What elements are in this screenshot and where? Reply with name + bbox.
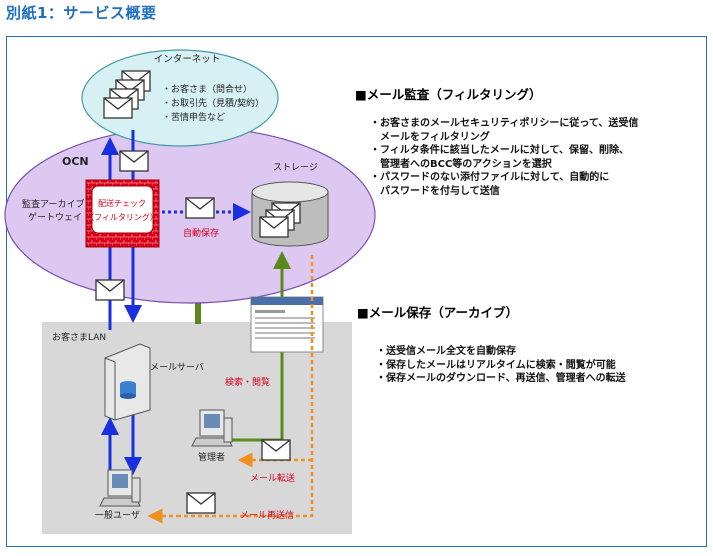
delivery-check-line-1: 配送チェック: [98, 198, 146, 208]
gateway-label-1: 監査アーカイブ: [22, 198, 84, 210]
mail-icon-lan: [95, 279, 125, 301]
internet-label: インターネット: [154, 54, 221, 65]
lan-label: お客さまLAN: [52, 331, 106, 343]
content-frame: [6, 36, 707, 547]
audit-bullet: ・フィルタ条件に該当したメールに対して、保留、削除、: [370, 145, 629, 156]
internet-item-1: ・お客さま（問合せ）: [162, 83, 252, 95]
archive-screenshot-thumbnail: [250, 296, 324, 353]
ocn-label: OCN: [62, 155, 89, 168]
archive-bullets: ・送受信メール全文を自動保存 ・保存したメールはリアルタイムに検索・閲覧が可能 …: [376, 345, 626, 386]
mail-icon-resend: [186, 492, 216, 514]
mail-icon-autosave: [185, 197, 215, 219]
auto-save-label: 自動保存: [183, 227, 219, 239]
resend-path: [180, 255, 314, 518]
mail-server-icon: [104, 343, 151, 421]
archive-bullet: ・保存メールのダウンロード、再送信、管理者への転送: [376, 373, 626, 384]
delivery-check-line-2: （フィルタリング）: [86, 212, 158, 222]
mail-server-label: メールサーバ: [150, 362, 204, 373]
audit-bullet: 管理者へのBCC等のアクションを選択: [370, 158, 552, 170]
internet-item-2: ・お取引先（見積/契約）: [162, 97, 264, 109]
archive-bullet: ・保存したメールはリアルタイムに検索・閲覧が可能: [376, 359, 616, 371]
audit-bullet: メールをフィルタリング: [370, 131, 490, 143]
delivery-check-box: [91, 185, 154, 234]
mail-icon-forward: [261, 439, 291, 461]
section-heading-audit: ■メール監査（フィルタリング）: [355, 87, 542, 102]
audit-bullet: ・お客さまのメールセキュリティポリシーに従って、送受信: [370, 118, 639, 129]
audit-bullet: パスワードを付与して送信: [370, 185, 500, 197]
search-view-label: 検索・閲覧: [225, 376, 270, 388]
general-user-label: 一般ユーザ: [95, 509, 140, 521]
audit-bullets: ・お客さまのメールセキュリティポリシーに従って、送受信 メールをフィルタリング …: [370, 117, 638, 198]
audit-bullet: ・パスワードのない添付ファイルに対して、自動的に: [370, 172, 610, 183]
admin-computer-icon: [191, 409, 233, 447]
gateway-label-2: ゲートウェイ: [28, 211, 82, 223]
admin-label: 管理者: [198, 451, 225, 463]
mail-forward-label: メール転送: [250, 472, 295, 484]
storage-cylinder-icon: [251, 181, 329, 247]
archive-bullet: ・送受信メール全文を自動保存: [376, 346, 516, 357]
page-title: 別紙1：サービス概要: [6, 4, 157, 22]
internet-item-3: ・苦情申告など: [162, 111, 225, 123]
mail-icon-ocn: [119, 150, 149, 172]
storage-label: ストレージ: [273, 163, 318, 173]
section-heading-archive: ■メール保存（アーカイブ）: [357, 305, 519, 320]
mail-resend-label: メール再送信: [240, 509, 294, 521]
lan-connector: [195, 286, 201, 324]
user-computer-icon: [99, 469, 141, 507]
